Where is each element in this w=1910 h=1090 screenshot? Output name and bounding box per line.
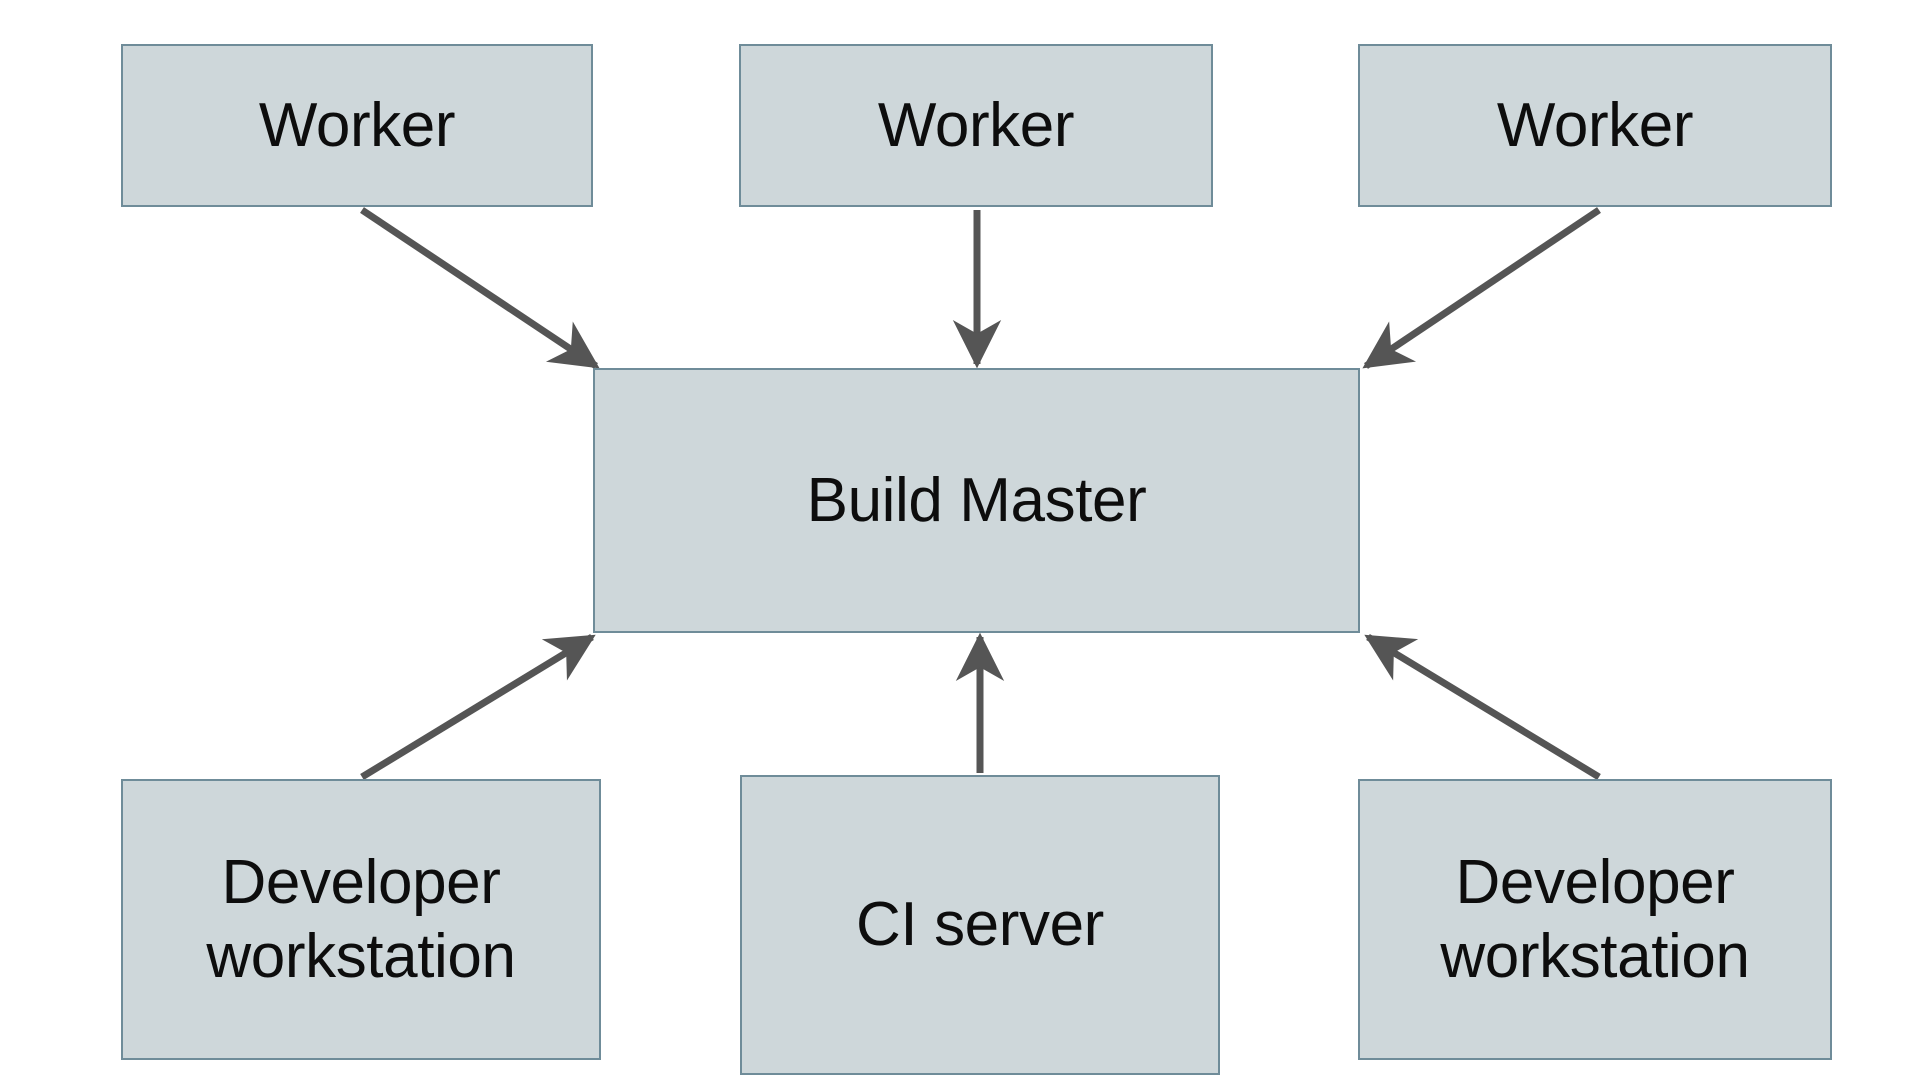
node-worker-1[interactable]: Worker [121,44,593,207]
edge-devright-to-build-master [1364,634,1601,780]
node-ci-server-label: CI server [856,890,1104,960]
node-worker-2[interactable]: Worker [739,44,1213,207]
node-worker-2-label: Worker [877,90,1075,160]
edge-worker1-to-build-master [360,207,600,369]
edge-worker3-to-build-master [1362,207,1601,369]
edge-devleft-to-build-master [360,634,596,780]
node-ci-server[interactable]: CI server [740,775,1220,1075]
node-worker-1-label: Worker [258,90,456,160]
node-build-master-label: Build Master [806,465,1147,535]
node-developer-workstation-right-label: Developer workstation [1440,848,1750,991]
node-build-master[interactable]: Build Master [593,368,1360,633]
node-worker-3[interactable]: Worker [1358,44,1832,207]
node-worker-3-label: Worker [1496,90,1694,160]
node-developer-workstation-right[interactable]: Developer workstation [1358,779,1832,1060]
node-developer-workstation-left-label: Developer workstation [206,848,516,991]
node-developer-workstation-left[interactable]: Developer workstation [121,779,601,1060]
